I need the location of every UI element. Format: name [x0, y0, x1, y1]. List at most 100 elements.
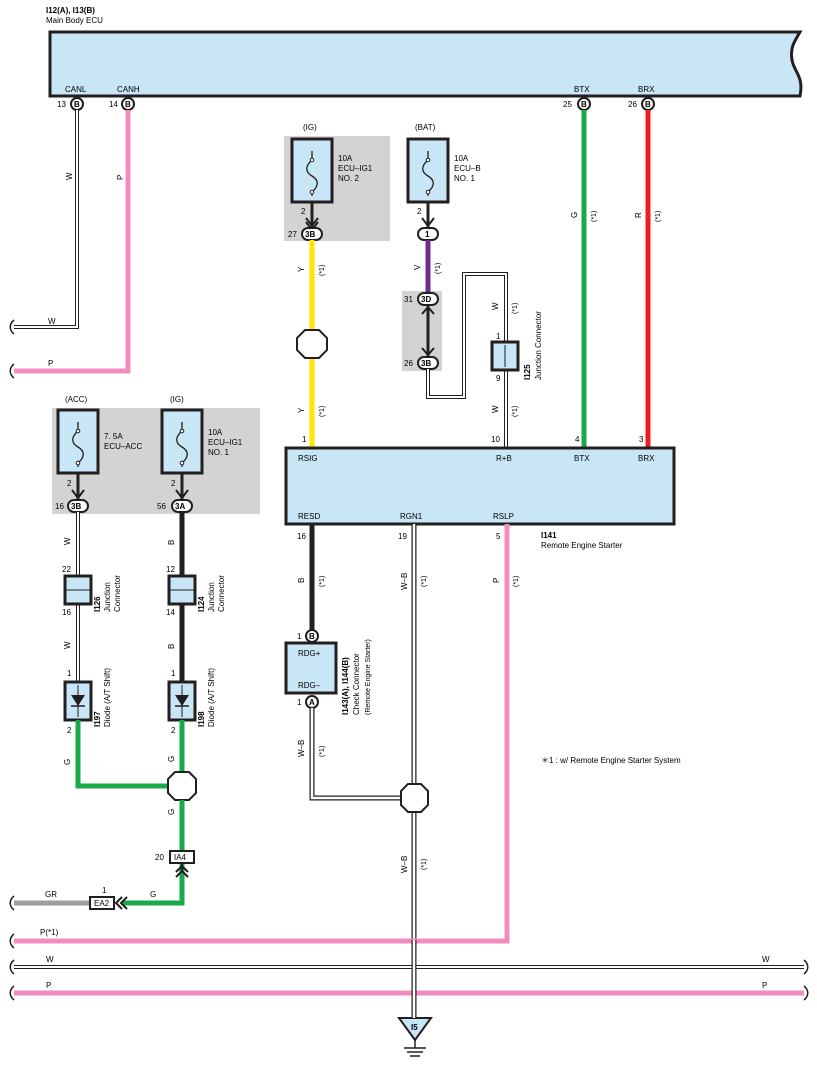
check-conn-bottom: A	[309, 698, 315, 707]
junction-i124-code: I124	[197, 596, 206, 612]
diode-i198-icon	[175, 695, 189, 706]
junction-i124-name: Junction	[207, 582, 216, 612]
conn-56-pin: 56	[157, 502, 166, 511]
wire-label-v: V	[413, 264, 422, 270]
diode-i198-pin-top: 1	[171, 669, 176, 678]
check-pin-bottom-num: 1	[297, 698, 302, 707]
conn-3d-label: 3D	[421, 295, 431, 304]
fuse-acc-icon	[56, 408, 100, 475]
ecu-pin-25: 25 B	[563, 97, 591, 111]
wire-label-wb-rdg: W–B	[297, 740, 306, 757]
svg-text:25: 25	[563, 100, 572, 109]
conn-bat-1-label: 1	[425, 230, 430, 239]
wire-label-r-brx: R	[634, 212, 643, 218]
conn-3b-acc-label: 3B	[71, 502, 81, 511]
wire-note-resd: (*1)	[319, 576, 326, 587]
wire-label-b-resd: B	[297, 578, 306, 583]
wire-note-rslp: (*1)	[513, 576, 520, 587]
junction-i125-code: I125	[523, 364, 532, 380]
conn-3b-ig-label: 3B	[305, 230, 315, 239]
junction-i125-pin-bottom: 9	[496, 374, 501, 383]
wire-label-g-btx: G	[570, 212, 579, 218]
svg-text:13: 13	[57, 100, 66, 109]
junction-i126-name: Junction	[103, 582, 112, 612]
ground-i5-label: I5	[411, 1023, 418, 1032]
footnote: ＊1 : w/ Remote Engine Starter System	[541, 756, 681, 765]
wire-note-rdg: (*1)	[319, 746, 326, 757]
conn-31-pin: 31	[404, 295, 413, 304]
fuse-bat-name2: NO. 1	[454, 174, 475, 183]
starter-resd-label: RESD	[298, 512, 320, 521]
wire-label-wb-ground: W–B	[400, 856, 409, 873]
diode-i198-pin-bottom: 2	[171, 726, 176, 735]
fuse-ig-no1-rating: 10A	[208, 428, 223, 437]
wire-label-y-top: Y	[297, 266, 306, 272]
starter-pin-1: 1	[302, 435, 307, 444]
wire-note-i125-top: (*1)	[512, 303, 519, 314]
wire-note-ground: (*1)	[421, 859, 428, 870]
conn-ia4-label: IA4	[174, 853, 187, 862]
wire-diode-i197-g	[75, 720, 168, 789]
check-connector-name2: (Remote Engine Starter)	[365, 639, 372, 715]
junction-i126-pin-top: 22	[62, 565, 71, 574]
fuse-acc-pin: 2	[67, 479, 72, 488]
fuse-acc-supply: (ACC)	[65, 395, 88, 404]
check-connector-code: I143(A), I144(B)	[341, 657, 350, 715]
junction-i124-pin-bottom: 14	[166, 608, 175, 617]
wire-label-gr: GR	[45, 890, 57, 899]
wire-rb-w	[426, 272, 508, 448]
junction-i125-pin-top: 1	[496, 332, 501, 341]
main-ecu-name: Main Body ECU	[46, 16, 103, 25]
fuse-acc-rating: 7. 5A	[104, 432, 123, 441]
fuse-ig-no2-rating: 10A	[338, 154, 353, 163]
svg-text:B: B	[645, 100, 651, 109]
wire-label-g-ea2: G	[150, 890, 156, 899]
fuse-ig-no1-name2: NO. 1	[208, 448, 229, 457]
starter-pin-16: 16	[297, 532, 306, 541]
conn-ea2-label: EA2	[94, 899, 110, 908]
ecu-pin-brx-label: BRX	[638, 85, 655, 94]
wire-break-p	[9, 363, 15, 379]
wire-note-btx: (*1)	[591, 211, 598, 222]
ecu-pin-canh-label: CANH	[117, 85, 140, 94]
conn-16-pin: 16	[55, 502, 64, 511]
bus-w-label-left: W	[46, 955, 54, 964]
check-connector-name: Check Connector	[352, 653, 361, 715]
diode-i197-icon	[71, 695, 85, 706]
splice-rsig	[296, 329, 328, 359]
bus-w-label-right: W	[762, 955, 770, 964]
wire-label-w-acc1: W	[63, 537, 72, 545]
main-ecu-box	[48, 30, 803, 98]
fuse-ig-no2-pin: 2	[301, 207, 306, 216]
check-rdg-minus: RDG–	[298, 681, 321, 690]
starter-rgn1-label: RGN1	[400, 512, 423, 521]
ecu-pin-canl-label: CANL	[65, 85, 87, 94]
junction-i124-name2: Connector	[217, 575, 226, 612]
wire-note-y-top: (*1)	[319, 265, 326, 276]
wire-label-g-splice: G	[167, 809, 176, 815]
bus-p-label-right: P	[762, 981, 767, 990]
check-pin-top-num: 1	[297, 632, 302, 641]
wire-label-wb-rgn1: W–B	[400, 573, 409, 590]
conn-27-pin: 27	[288, 230, 297, 239]
diode-i197-pin-bottom: 2	[67, 726, 72, 735]
starter-code: I141	[541, 531, 557, 540]
bus-p-label-left: P	[46, 981, 51, 990]
check-connector-box	[284, 641, 338, 695]
fuse-ig-no2-name2: NO. 2	[338, 174, 359, 183]
junction-i126-code: I126	[93, 596, 102, 612]
starter-rb-label: R+B	[496, 454, 512, 463]
fuse-ig-no1-pin: 2	[171, 479, 176, 488]
junction-i126-pin-bottom: 16	[62, 608, 71, 617]
wire-label-p-star: P(*1)	[40, 928, 59, 937]
svg-text:14: 14	[109, 100, 118, 109]
splice-diode	[167, 771, 197, 801]
wire-label-w-left: W	[48, 317, 56, 326]
diode-i197-code: I197	[93, 711, 102, 727]
wire-label-w-canl: W	[65, 172, 74, 180]
ecu-pin-14: 14 B	[109, 97, 135, 111]
starter-rslp-label: RSLP	[493, 512, 514, 521]
starter-pin-5: 5	[496, 532, 501, 541]
wire-label-w-i125-bottom: W	[491, 405, 500, 413]
